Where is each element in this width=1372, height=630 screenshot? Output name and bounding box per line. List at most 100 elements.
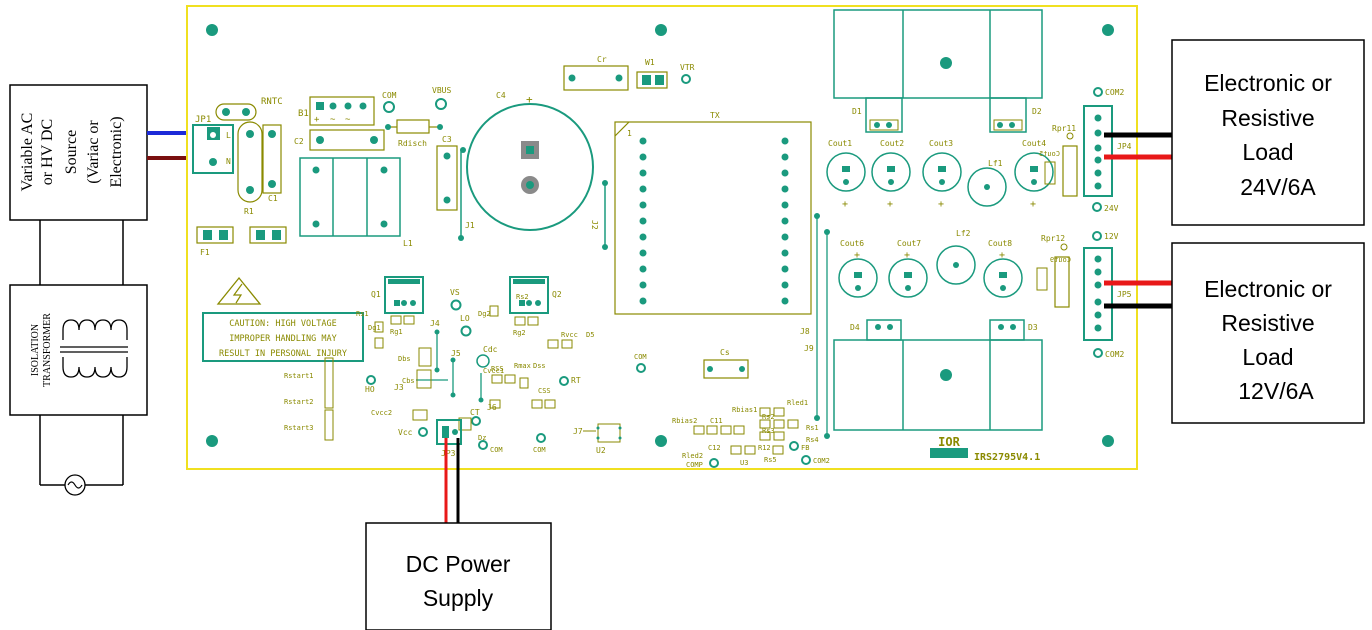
isolation-line-2: TRANSFORMER — [42, 313, 53, 387]
c4-bulk-capacitor: C4 + — [466, 91, 594, 231]
label-j3: J3 — [394, 383, 404, 392]
source-line-1: Variable AC — [19, 113, 36, 192]
load-12v-box: Electronic or Resistive Load 12V/6A — [1171, 242, 1365, 424]
label-rdisch: Rdisch — [398, 139, 427, 148]
label-rbias1: Rbias1 — [732, 406, 757, 414]
label-cout1: Cout1 — [828, 139, 852, 148]
ir-logo: IOR — [930, 435, 968, 458]
label-rt: RT — [571, 376, 581, 385]
label-dss: Dss — [533, 362, 546, 370]
label-q2: Q2 — [552, 290, 562, 299]
tx-pin-pad — [781, 153, 789, 161]
label-com-mid: COM — [533, 446, 546, 454]
label-cbs: Cbs — [402, 377, 415, 385]
label-r1: R1 — [244, 207, 254, 216]
source-line-4: (Variac or — [85, 120, 102, 184]
rdisch-resistor: Rdisch — [385, 119, 443, 148]
load-12-line-4: 12V/6A — [1238, 378, 1314, 404]
com-vbus-testpoints: COM VBUS — [382, 86, 451, 113]
label-j8: J8 — [800, 327, 810, 336]
r1-component: R1 — [237, 121, 263, 216]
label-tx-pin1: 1 — [627, 129, 632, 138]
label-b1-tilde-2: ~ — [345, 115, 351, 125]
label-jp3: JP3 — [441, 449, 456, 458]
label-rpr11: Rpr11 — [1052, 124, 1076, 133]
d3-d4-heatsink-bottom: D4 D3 — [833, 319, 1043, 431]
label-rstart1: Rstart1 — [284, 372, 314, 380]
label-cout2-plus: + — [887, 199, 893, 210]
label-cs: Cs — [720, 348, 730, 357]
label-cout4: Cout4 — [1022, 139, 1046, 148]
logo-text: IOR — [938, 435, 960, 449]
label-com-center: COM — [634, 353, 647, 361]
d2-diode: D2 — [989, 97, 1042, 133]
tx-pin-pad — [639, 233, 647, 241]
label-vs: VS — [450, 288, 460, 297]
label-vbus: VBUS — [432, 86, 451, 95]
j8-j9-jumpers: J8 J9 — [800, 213, 830, 439]
label-w1: W1 — [645, 58, 655, 67]
vs-lo-testpoints: VS LO — [450, 288, 472, 337]
tx-pin-pad — [781, 169, 789, 177]
label-cout3: Cout3 — [929, 139, 953, 148]
mounting-holes — [206, 24, 1114, 447]
dc-line-1: DC Power — [406, 551, 511, 577]
tx-pin-pad — [781, 137, 789, 145]
caution-line-2: IMPROPER HANDLING MAY — [229, 334, 336, 344]
rt-ct-css-smd — [489, 374, 556, 409]
label-lo: LO — [460, 314, 470, 323]
label-cout5: Cout5 — [1039, 150, 1060, 158]
dbs-cbs: Dbs Cbs — [398, 347, 432, 389]
load-24-line-2: Resistive — [1221, 105, 1314, 131]
label-j2: J2 — [590, 220, 599, 230]
tx-pin-pad — [639, 265, 647, 273]
label-tx: TX — [710, 111, 720, 120]
label-cout4-plus: + — [1030, 199, 1036, 210]
label-lf1: Lf1 — [988, 159, 1003, 168]
com2-top-testpoint: COM2 — [1093, 87, 1124, 97]
b1-bridge: + ~ ~ B1 — [298, 96, 375, 126]
load-12-line-1: Electronic or — [1204, 276, 1332, 302]
label-u2: U2 — [596, 446, 606, 455]
output-caps-24v: Cout1 + Cout2 + Cout3 + Lf1 Cout4 + Cout… — [826, 139, 1060, 210]
label-lf2: Lf2 — [956, 229, 971, 238]
label-c4-plus: + — [526, 93, 533, 106]
label-rstart3: Rstart3 — [284, 424, 314, 432]
label-dz: Dz — [478, 434, 486, 442]
label-cr: Cr — [597, 55, 607, 64]
isolation-line-1: ISOLATION — [30, 324, 41, 376]
label-b1: B1 — [298, 109, 309, 119]
label-dg2: Dg2 — [478, 310, 491, 318]
c3-capacitor: C3 J1 — [436, 135, 475, 241]
dc-line-2: Supply — [423, 585, 494, 611]
label-rs4: Rs4 — [806, 436, 819, 444]
label-12v: 12V — [1104, 232, 1119, 241]
transformer-coil-icon — [60, 319, 128, 378]
label-cout6-plus: + — [854, 250, 860, 261]
caution-line-3: RESULT IN PERSONAL INJURY — [219, 349, 347, 359]
label-comp: COMP — [686, 461, 703, 469]
label-b1-plus: + — [314, 115, 320, 125]
label-j5: J5 — [451, 349, 461, 358]
jp5-connector: JP5 COM2 — [1083, 247, 1132, 359]
label-rs3: Rs3 — [762, 427, 775, 435]
label-j4: J4 — [430, 319, 440, 328]
label-rstart2: Rstart2 — [284, 398, 314, 406]
label-cout3-plus: + — [938, 199, 944, 210]
rt-testpoint — [559, 376, 569, 386]
source-line-3: Source — [63, 130, 80, 174]
c1-component: C1 — [262, 124, 282, 203]
label-j1: J1 — [465, 221, 475, 230]
label-cdc: Cdc — [483, 345, 498, 354]
d1-d2-heatsink-top — [833, 9, 1043, 99]
f1-fuse: F1 — [196, 226, 287, 257]
label-j9: J9 — [804, 344, 814, 353]
ac-plug-icon — [64, 474, 86, 496]
q2-mosfet: Q2 — [509, 276, 562, 314]
label-cout9: Cout9 — [1050, 256, 1071, 264]
tx-pin-pad — [639, 217, 647, 225]
jp1-connector: JP1 L N — [192, 115, 234, 174]
label-cout8-plus: + — [999, 250, 1005, 261]
cr-capacitor: Cr — [563, 55, 629, 91]
jp3-connector: JP3 — [436, 419, 462, 458]
